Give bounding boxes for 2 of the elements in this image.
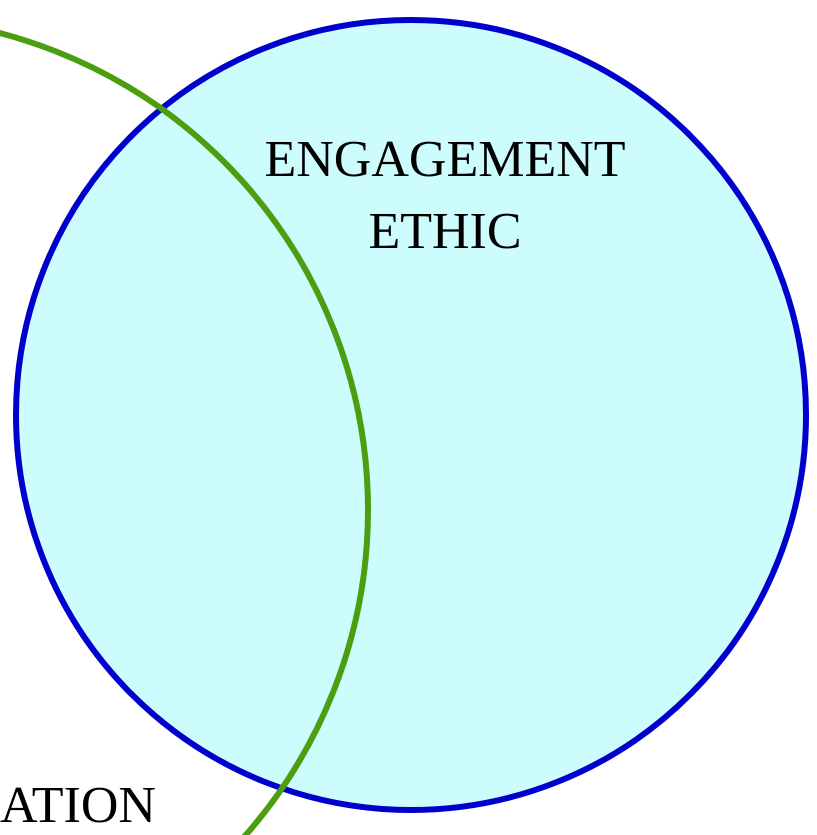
- circle-label: ATION: [0, 776, 157, 835]
- circle-label: ENGAGEMENT ETHIC: [263, 130, 627, 262]
